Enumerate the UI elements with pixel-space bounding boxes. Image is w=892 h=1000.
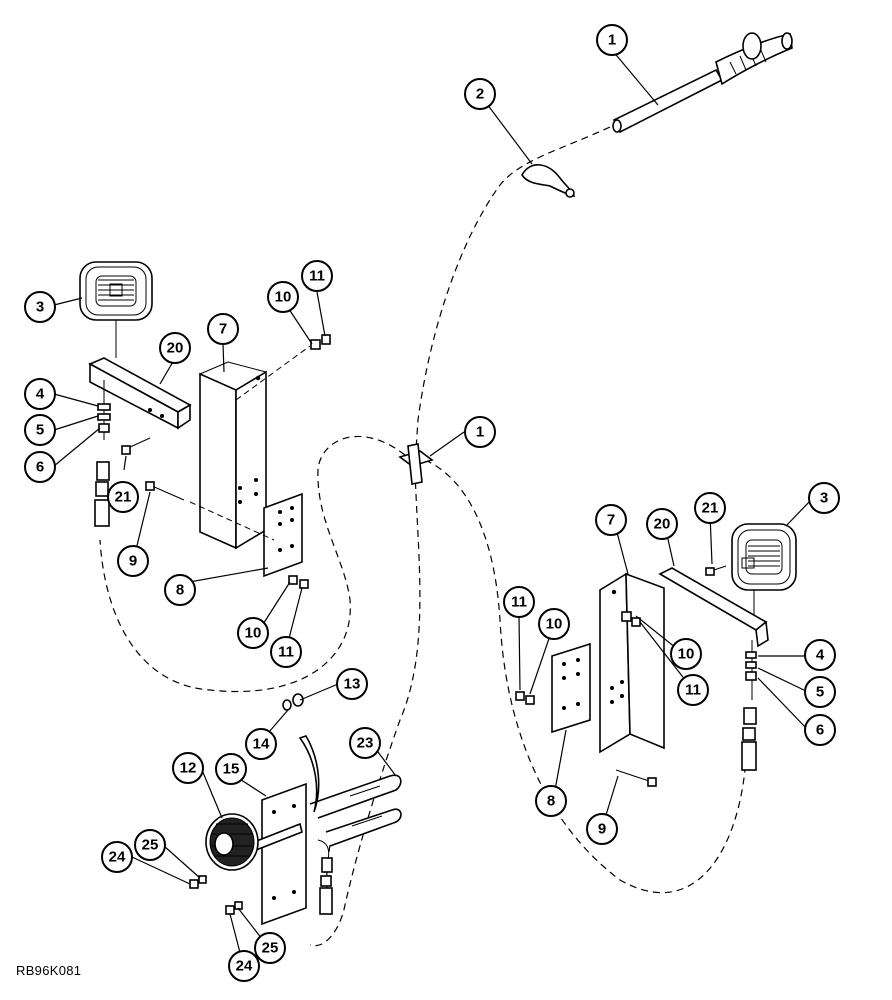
- svg-text:4: 4: [36, 386, 45, 403]
- callout-20-right-bracket: 20: [646, 508, 678, 540]
- harness-clip: [521, 164, 576, 198]
- callout-6-left: 6: [24, 451, 56, 483]
- svg-text:12: 12: [180, 760, 197, 777]
- svg-text:6: 6: [816, 722, 824, 739]
- svg-text:3: 3: [36, 299, 44, 316]
- harness-beacon-stub: [326, 844, 331, 906]
- right-lamp-assembly: [515, 523, 797, 787]
- harness-loop-left: [99, 436, 406, 693]
- callout-7-left-bracket: 7: [207, 313, 239, 345]
- callout-10-left-upper: 10: [267, 281, 299, 313]
- callout-4-left: 4: [24, 378, 56, 410]
- callout-23-u-bolt: 23: [349, 727, 381, 759]
- callout-25-lower: 25: [254, 932, 286, 964]
- svg-text:3: 3: [820, 490, 828, 507]
- harness-main-upper: [414, 126, 611, 466]
- callout-8-left-plate: 8: [164, 574, 196, 606]
- callout-3-right-lamp: 3: [808, 482, 840, 514]
- svg-text:20: 20: [167, 340, 184, 357]
- svg-text:4: 4: [816, 647, 825, 664]
- callout-5-right: 5: [804, 676, 836, 708]
- callout-10-left-lower: 10: [237, 617, 269, 649]
- svg-text:11: 11: [685, 682, 701, 699]
- callout-13-washer: 13: [336, 668, 368, 700]
- callout-1-harness-lead: 1: [596, 24, 628, 56]
- svg-text:1: 1: [476, 424, 484, 441]
- svg-text:24: 24: [109, 849, 126, 866]
- svg-text:10: 10: [275, 289, 292, 306]
- svg-text:11: 11: [309, 268, 325, 285]
- callout-10-right-left: 10: [538, 608, 570, 640]
- callout-12-beacon: 12: [172, 752, 204, 784]
- callout-2-clip: 2: [464, 78, 496, 110]
- svg-text:14: 14: [253, 736, 270, 753]
- svg-text:15: 15: [223, 761, 240, 778]
- callout-9-right-bolt: 9: [586, 813, 618, 845]
- callout-10-right-bracket: 10: [670, 638, 702, 670]
- callout-15-plate: 15: [215, 753, 247, 785]
- svg-text:13: 13: [344, 676, 361, 693]
- svg-text:10: 10: [546, 616, 563, 633]
- svg-text:8: 8: [176, 582, 184, 599]
- svg-text:25: 25: [262, 940, 279, 957]
- svg-text:9: 9: [129, 553, 137, 570]
- callout-20-left-bracket: 20: [159, 332, 191, 364]
- callout-11-left-upper: 11: [301, 260, 333, 292]
- svg-text:5: 5: [816, 684, 824, 701]
- svg-text:10: 10: [678, 646, 695, 663]
- svg-text:1: 1: [608, 32, 616, 49]
- svg-text:5: 5: [36, 422, 44, 439]
- svg-text:2: 2: [476, 86, 484, 103]
- left-lamp-assembly: [79, 261, 331, 589]
- harness-right: [424, 459, 746, 894]
- svg-text:10: 10: [245, 625, 262, 642]
- callout-11-right-bracket: 11: [677, 674, 709, 706]
- cross-connector: [398, 443, 434, 485]
- beacon-assembly: [189, 693, 402, 926]
- svg-text:11: 11: [278, 644, 294, 661]
- wiring-harness: [99, 126, 746, 947]
- callout-5-left: 5: [24, 414, 56, 446]
- callout-21-right-bolt: 21: [694, 492, 726, 524]
- callout-6-right: 6: [804, 714, 836, 746]
- callout-8-right-plate: 8: [535, 785, 567, 817]
- callout-3-left-lamp: 3: [24, 291, 56, 323]
- svg-text:9: 9: [598, 821, 606, 838]
- svg-text:8: 8: [547, 793, 555, 810]
- callout-11-left-lower: 11: [270, 636, 302, 668]
- reference-code: RB96K081: [16, 963, 82, 978]
- svg-text:20: 20: [654, 516, 671, 533]
- callouts: 1 2 3 4 5 6 7 8 9 10 11 20 21 10 11 1 3 …: [24, 24, 840, 982]
- svg-text:23: 23: [357, 735, 374, 752]
- callout-24-lower: 24: [228, 950, 260, 982]
- svg-text:21: 21: [702, 500, 719, 517]
- callout-24-upper: 24: [101, 841, 133, 873]
- callout-7-right-bracket: 7: [595, 504, 627, 536]
- callout-11-right-left: 11: [503, 586, 535, 618]
- callout-9-left-bolt: 9: [117, 545, 149, 577]
- main-harness-lead: [612, 32, 793, 134]
- svg-text:6: 6: [36, 459, 44, 476]
- callout-14-washer: 14: [245, 728, 277, 760]
- callout-21-left-bolt: 21: [107, 481, 139, 513]
- callout-4-right: 4: [804, 639, 836, 671]
- callout-1-cross-connector: 1: [464, 416, 496, 448]
- svg-text:7: 7: [607, 512, 615, 529]
- svg-text:21: 21: [115, 489, 132, 506]
- svg-text:7: 7: [219, 321, 227, 338]
- svg-text:25: 25: [142, 837, 159, 854]
- svg-text:11: 11: [511, 594, 527, 611]
- svg-text:24: 24: [236, 958, 253, 975]
- callout-25-upper: 25: [134, 829, 166, 861]
